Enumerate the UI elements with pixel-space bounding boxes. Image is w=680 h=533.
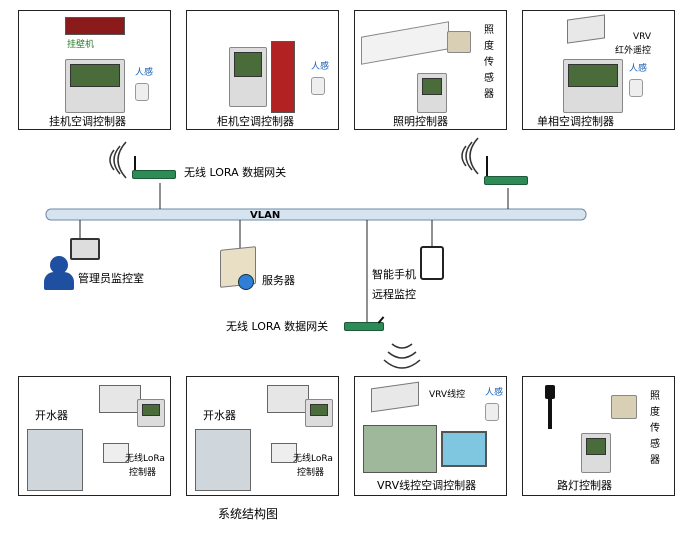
breaker-icon	[267, 385, 309, 413]
panel-street-light: 照 度 传 感 器 路灯控制器	[522, 376, 675, 496]
phone-label-line2: 远程监控	[372, 288, 416, 301]
boiler-1-ctrl-label-line2: 控制器	[129, 468, 157, 478]
panel-boiler-1: 开水器 无线LoRa 控制器	[18, 376, 171, 496]
panel-single-ac: VRV 红外遥控 人感 单相空调控制器	[522, 10, 675, 130]
light-sensor	[611, 395, 637, 419]
boiler-2-lora-controller	[305, 399, 333, 427]
lighting-sensor-side-label: 照 度 传 感 器	[484, 25, 494, 100]
person-icon	[50, 256, 68, 274]
vrv-cassette-unit	[371, 381, 419, 413]
phone-label-line1: 智能手机	[372, 268, 416, 281]
vrv-indoor-unit	[567, 14, 605, 44]
wall-ac-label: 挂机空调控制器	[49, 115, 126, 128]
contactor-icon	[103, 443, 129, 463]
boiler-1-ctrl-label-line1: 无线LoRa	[125, 454, 165, 464]
wall-ac-unit	[65, 17, 125, 35]
vrv-label: VRV	[633, 32, 652, 42]
vlan-label: VLAN	[250, 210, 281, 221]
panel-boiler-2: 开水器 无线LoRa 控制器	[186, 376, 339, 496]
vrv-control-cabinet	[363, 425, 437, 473]
lora-gateway-top-right	[484, 176, 528, 185]
vrv-wired-panel	[441, 431, 487, 467]
ceiling-light	[361, 21, 449, 65]
wall-ac-unit-tag: 挂壁机	[67, 40, 95, 50]
wall-ac-controller	[65, 59, 125, 113]
diagram-caption: 系统结构图	[218, 507, 279, 521]
street-lamp-icon	[545, 385, 555, 399]
cabinet-ac-label: 柜机空调控制器	[217, 115, 294, 128]
boiler-2-ctrl-label-line1: 无线LoRa	[293, 454, 333, 464]
admin-room-label: 管理员监控室	[78, 272, 144, 285]
vrv-panel-label: VRV线控空调控制器	[377, 479, 477, 492]
person-body-icon	[44, 272, 74, 290]
antenna-icon	[134, 156, 136, 172]
water-boiler-icon	[27, 429, 83, 491]
antenna-icon	[486, 156, 488, 176]
boiler-1-title: 开水器	[35, 409, 68, 422]
motion-sensor-icon	[311, 77, 325, 95]
vlan-bus	[45, 208, 587, 221]
contactor-icon	[271, 443, 297, 463]
boiler-2-title: 开水器	[203, 409, 236, 422]
wall-ac-sensor-label: 人感	[135, 68, 154, 78]
smartphone-icon	[420, 246, 444, 280]
motion-sensor-icon	[629, 79, 643, 97]
motion-sensor-icon	[485, 403, 499, 421]
vrv-sensor-label: 人感	[485, 388, 504, 398]
vrv-wired-label: VRV线控	[429, 390, 466, 400]
boiler-1-lora-controller	[137, 399, 165, 427]
motion-sensor-icon	[135, 83, 149, 101]
boiler-2-ctrl-label-line2: 控制器	[297, 468, 325, 478]
cabinet-ac-sensor-label: 人感	[311, 62, 330, 72]
lora-gateway-top-left	[132, 170, 176, 179]
lora-gateway-bottom	[344, 322, 384, 331]
single-ac-controller	[563, 59, 623, 113]
street-sensor-side-label: 照 度 传 感 器	[650, 391, 660, 466]
computer-monitor-icon	[70, 238, 100, 260]
gateway-top-label: 无线 LORA 数据网关	[184, 166, 287, 179]
panel-lighting: 照 度 传 感 器 照明控制器	[354, 10, 507, 130]
street-light-label: 路灯控制器	[557, 479, 612, 492]
ir-remote-label: 红外遥控	[615, 46, 652, 56]
street-light-controller	[581, 433, 611, 473]
panel-cabinet-ac: 人感 柜机空调控制器	[186, 10, 339, 130]
single-ac-label: 单相空调控制器	[537, 115, 614, 128]
single-ac-sensor-label: 人感	[629, 64, 648, 74]
panel-vrv-wired: VRV线控 人感 VRV线控空调控制器	[354, 376, 507, 496]
cabinet-ac-unit	[271, 41, 295, 113]
gateway-bottom-label: 无线 LORA 数据网关	[226, 320, 329, 333]
water-boiler-icon	[195, 429, 251, 491]
street-lamp-pole	[548, 397, 552, 429]
cabinet-ac-controller	[229, 47, 267, 107]
server-label: 服务器	[262, 274, 295, 287]
lighting-controller	[417, 73, 447, 113]
breaker-icon	[99, 385, 141, 413]
panel-wall-ac: 挂壁机 人感 挂机空调控制器	[18, 10, 171, 130]
globe-icon	[238, 274, 254, 290]
lighting-label: 照明控制器	[393, 115, 448, 128]
light-sensor	[447, 31, 471, 53]
